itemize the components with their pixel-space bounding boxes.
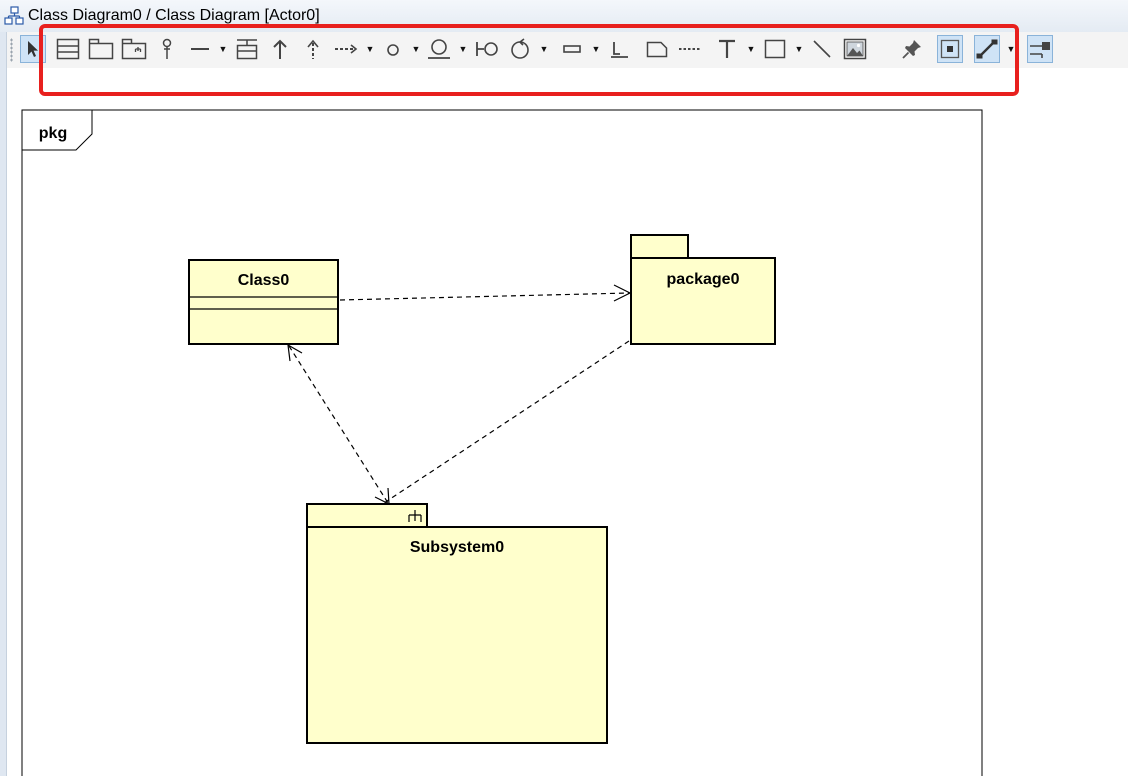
- connector-line-icon[interactable]: [974, 35, 1000, 63]
- toolbar-grip[interactable]: [10, 38, 13, 62]
- control-dropdown-icon[interactable]: ▼: [539, 44, 549, 54]
- note-anchor-icon[interactable]: [677, 35, 703, 63]
- subsystem-fork-icon: [408, 510, 422, 522]
- rectangle-dropdown-icon[interactable]: ▼: [794, 44, 804, 54]
- class-name-label: Class0: [237, 272, 290, 289]
- instance-dropdown-icon[interactable]: ▼: [411, 44, 421, 54]
- subsystem-name-label: Subsystem0: [409, 539, 505, 556]
- boundary-icon[interactable]: [426, 35, 452, 63]
- connector-dropdown-icon[interactable]: ▼: [1006, 44, 1016, 54]
- entity-dropdown-icon[interactable]: ▼: [591, 44, 601, 54]
- instance-circle-icon[interactable]: [380, 35, 406, 63]
- lifeline-bar-icon[interactable]: [606, 35, 632, 63]
- dependency-dropdown-icon[interactable]: ▼: [365, 44, 375, 54]
- window-title: Class Diagram0 / Class Diagram [Actor0]: [28, 7, 320, 24]
- dependency-class-to-package[interactable]: [339, 284, 632, 302]
- image-icon[interactable]: [842, 35, 868, 63]
- dependency-package-to-subsystem[interactable]: [383, 340, 630, 504]
- package-name-label: package0: [666, 271, 740, 288]
- entity-icon[interactable]: [559, 35, 585, 63]
- subsystem-element[interactable]: [306, 503, 608, 744]
- class-element[interactable]: [188, 259, 339, 345]
- boundary-dropdown-icon[interactable]: ▼: [458, 44, 468, 54]
- association-class-icon[interactable]: [234, 35, 260, 63]
- pin-icon[interactable]: [899, 35, 925, 63]
- note-icon[interactable]: [644, 35, 670, 63]
- frame-label: pkg: [38, 125, 68, 142]
- class-diagram-icon: [4, 6, 24, 25]
- rectangle-icon[interactable]: [762, 35, 788, 63]
- interface-lollipop-icon[interactable]: [154, 35, 180, 63]
- text-icon[interactable]: [714, 35, 740, 63]
- frame-label-tab: [22, 110, 93, 151]
- subsystem-icon[interactable]: [121, 35, 147, 63]
- point-icon[interactable]: [937, 35, 963, 63]
- text-dropdown-icon[interactable]: ▼: [746, 44, 756, 54]
- dependency-icon[interactable]: [333, 35, 359, 63]
- association-icon[interactable]: [187, 35, 213, 63]
- class-icon[interactable]: [55, 35, 81, 63]
- package-icon[interactable]: [88, 35, 114, 63]
- package-element[interactable]: [630, 234, 776, 345]
- association-dropdown-icon[interactable]: ▼: [218, 44, 228, 54]
- realization-icon[interactable]: [300, 35, 326, 63]
- dependency-class-subsystem[interactable]: [287, 343, 390, 506]
- left-rail: [0, 32, 7, 776]
- boundary-lifeline-icon[interactable]: [474, 35, 500, 63]
- control-icon[interactable]: [507, 35, 533, 63]
- align-icon[interactable]: [1027, 35, 1053, 63]
- line-icon[interactable]: [809, 35, 835, 63]
- generalization-icon[interactable]: [267, 35, 293, 63]
